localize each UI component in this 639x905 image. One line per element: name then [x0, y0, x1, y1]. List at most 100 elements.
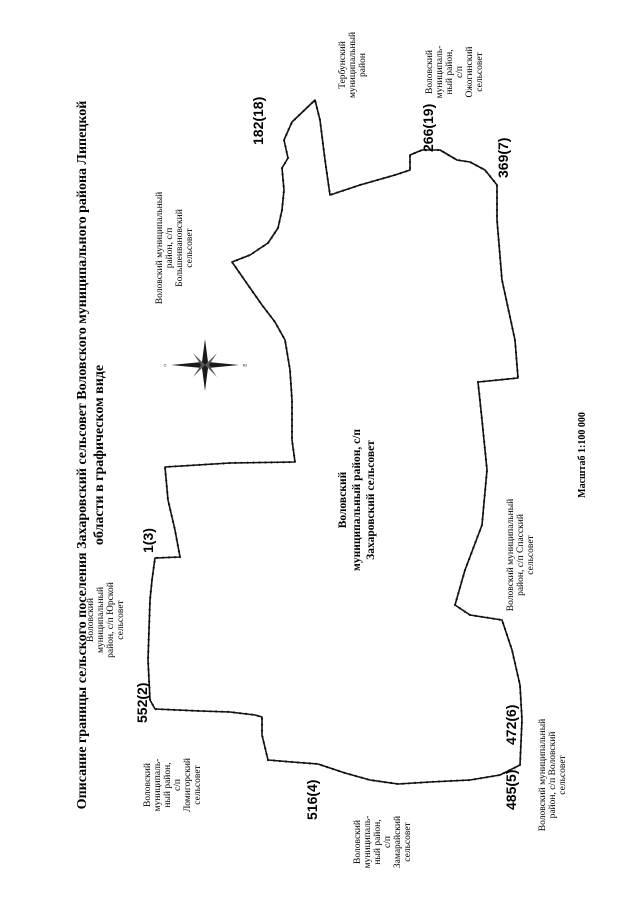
- neighbor-label-yurskoy: Воловский муниципальный район, с/п Юрско…: [85, 582, 126, 658]
- boundary-vertex: [173, 708, 176, 712]
- boundary-vertex: [399, 172, 402, 175]
- boundary-vertex: [492, 617, 495, 620]
- boundary-vertex: [166, 497, 169, 500]
- compass-needle-down: [202, 365, 208, 391]
- boundary-vertex: [503, 771, 506, 775]
- boundary-vertex: [516, 369, 519, 372]
- boundary-vertex: [325, 172, 328, 175]
- boundary-vertex: [484, 452, 487, 455]
- point-label-516: 516(4): [304, 780, 320, 820]
- center-label: Воловский муниципальный район, с/п Захар…: [337, 429, 377, 571]
- boundary-vertex: [291, 442, 294, 445]
- neighbor-label-spasskiy: Воловский муниципальный район, с/п Спасс…: [505, 499, 536, 611]
- boundary-vertex: [322, 148, 325, 151]
- boundary-vertex: [283, 162, 287, 165]
- boundary-vertex: [148, 620, 151, 623]
- boundary-vertex: [258, 300, 261, 303]
- boundary-vertex: [156, 556, 159, 560]
- boundary-vertex: [280, 209, 284, 212]
- boundary-vertex: [290, 412, 294, 415]
- boundary-vertex: [320, 130, 323, 133]
- boundary-vertex: [151, 703, 154, 706]
- boundary-vertex: [479, 777, 482, 780]
- svg-text:Воловский: Воловский: [142, 763, 153, 807]
- boundary-vertex: [480, 416, 483, 419]
- boundary-vertex: [283, 139, 286, 142]
- boundary-vertex: [164, 473, 167, 476]
- center-label-line3: Захаровский сельсовет: [365, 440, 377, 560]
- boundary-vertex: [282, 185, 285, 188]
- boundary-vertex: [482, 506, 485, 509]
- point-label-485: 485(5): [503, 770, 519, 810]
- boundary-vertex: [245, 281, 248, 284]
- boundary-vertex: [498, 244, 501, 247]
- boundary-vertex: [512, 656, 515, 659]
- boundary-vertex: [318, 118, 321, 121]
- boundary-vertex: [483, 500, 486, 503]
- neighbor-label-lomigorskiy: Воловский муниципаль- ный район, с/п Лом…: [142, 758, 203, 812]
- boundary-vertex: [516, 375, 520, 378]
- boundary-vertex: [324, 160, 327, 163]
- boundary-vertex: [467, 779, 471, 782]
- boundary-vertex: [185, 709, 188, 712]
- boundary-vertex: [215, 710, 218, 713]
- boundary-vertex: [408, 154, 412, 158]
- boundary-vertex: [281, 203, 284, 206]
- boundary-vertex-points: [147, 101, 524, 786]
- boundary-vertex: [510, 321, 513, 324]
- boundary-vertex: [179, 709, 182, 712]
- boundary-vertex: [328, 189, 331, 192]
- boundary-vertex: [276, 325, 279, 328]
- boundary-vertex: [293, 118, 296, 121]
- boundary-vertex: [497, 232, 500, 235]
- boundary-vertex: [306, 105, 309, 108]
- boundary-vertex: [485, 476, 488, 479]
- boundary-vertex: [458, 607, 461, 610]
- boundary-vertex: [469, 161, 473, 164]
- boundary-vertex: [149, 590, 152, 593]
- neighbor-label-bolshevanovskiy: Воловский муниципальный район, с/п Больш…: [154, 192, 195, 304]
- svg-text:Воловский: Воловский: [424, 50, 435, 94]
- boundary-vertex: [148, 698, 152, 701]
- svg-text:ный район,: ный район,: [162, 762, 173, 807]
- boundary-vertex: [370, 180, 373, 183]
- boundary-vertex: [320, 764, 323, 767]
- boundary-vertex: [252, 461, 255, 464]
- boundary-vertex: [326, 177, 329, 181]
- boundary-vertex: [177, 550, 180, 553]
- boundary-vertex: [419, 149, 422, 152]
- svg-text:сельсовет: сельсовет: [185, 227, 195, 267]
- boundary-vertex: [285, 347, 288, 350]
- boundary-vertex: [222, 462, 225, 465]
- boundary-vertex: [496, 220, 499, 223]
- boundary-vertex: [506, 377, 509, 381]
- boundary-vertex: [478, 529, 481, 533]
- boundary-vertex: [481, 422, 484, 425]
- boundary-vertex: [233, 711, 236, 714]
- boundary-vertex: [511, 327, 514, 330]
- boundary-vertex: [414, 781, 417, 785]
- boundary-vertex: [293, 460, 296, 463]
- boundary-vertex: [289, 376, 292, 379]
- boundary-vertex: [282, 461, 285, 464]
- boundary-vertex: [287, 358, 290, 361]
- boundary-vertex: [463, 610, 466, 613]
- boundary-vertex: [231, 261, 234, 264]
- boundary-vertex: [458, 586, 462, 589]
- boundary-vertex: [148, 692, 151, 695]
- boundary-vertex: [241, 256, 244, 259]
- compass-needle-right: [205, 362, 239, 368]
- boundary-vertex: [498, 618, 501, 621]
- boundary-vertex: [468, 557, 471, 561]
- map-scale-label: Масштаб 1:100 000: [577, 412, 588, 498]
- boundary-vertex: [327, 183, 330, 187]
- boundary-vertex: [405, 170, 408, 173]
- boundary-vertex: [468, 613, 471, 617]
- boundary-vertex: [290, 760, 293, 764]
- boundary-vertex: [178, 555, 182, 559]
- boundary-vertex: [302, 109, 305, 113]
- boundary-vertex: [393, 173, 396, 177]
- boundary-vertex: [495, 214, 499, 217]
- boundary-vertex: [296, 761, 299, 764]
- svg-text:сельсовет: сельсовет: [526, 534, 536, 574]
